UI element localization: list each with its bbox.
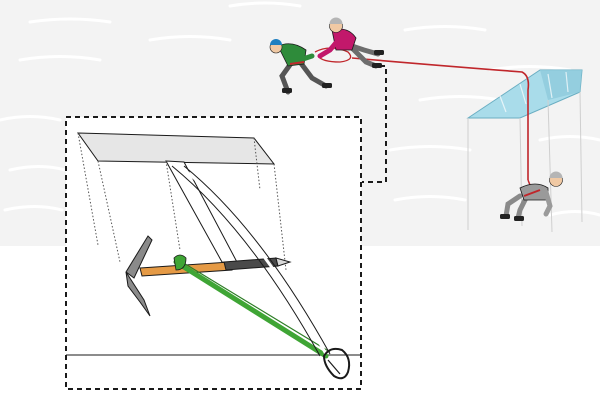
rope [351,57,530,180]
snow-streaks [0,1,600,217]
climber-green-icon [269,39,332,95]
callout-connector [362,65,387,183]
ice-axe-icon [125,235,292,317]
anchor-sling [173,254,331,359]
carabiner-icon [322,347,351,380]
crevasse-icon [466,69,583,233]
snow-anchor-block [66,132,361,356]
climber-magenta-icon [317,17,384,69]
fallen-climber-icon [500,171,563,221]
anchor-rope-inner [179,164,328,355]
anchor-rope-edge [183,165,331,355]
anchor-rope [171,165,321,357]
